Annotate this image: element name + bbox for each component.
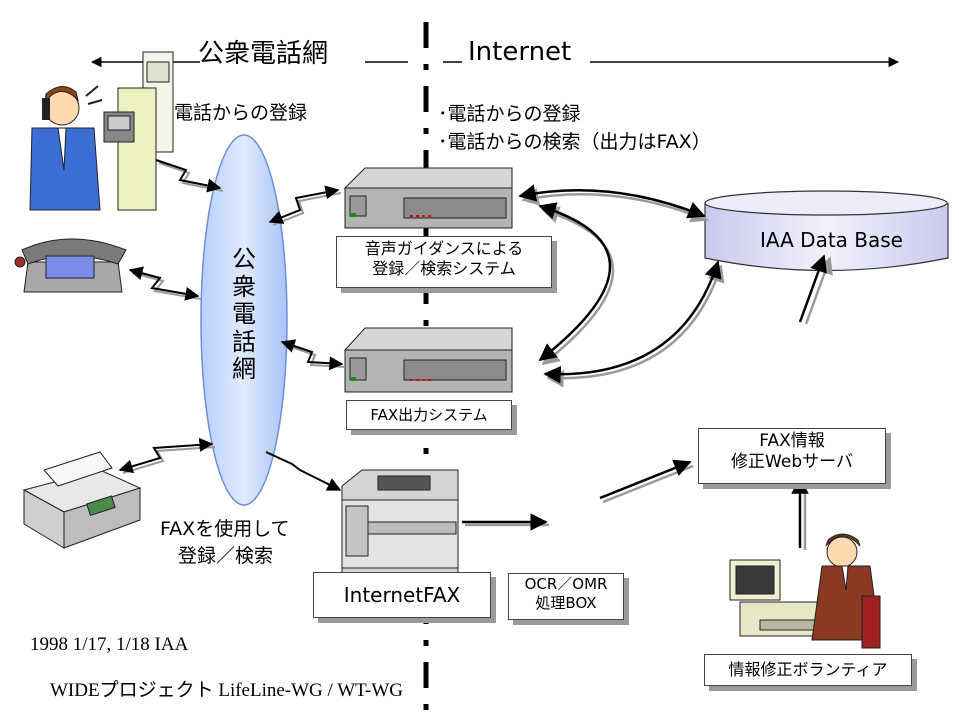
fax-usage-line2: 登録／検索 <box>178 545 274 567</box>
fax-output-server <box>343 327 513 393</box>
internet-fax-label: InternetFAX <box>343 583 461 607</box>
voice-system-line1: 音声ガイダンスによる <box>364 239 524 258</box>
internet-fax-copier <box>341 469 459 589</box>
telephone-illustration <box>14 238 127 293</box>
internet-fax-label-box: InternetFAX <box>313 572 491 618</box>
iaa-database-cylinder <box>704 190 949 272</box>
ocr-box: OCR／OMR 処理BOX <box>508 573 624 620</box>
public-network-title: 公衆電話網 <box>198 39 329 69</box>
ocr-line2: 処理BOX <box>535 593 597 612</box>
web-server-box: FAX情報 修正Webサーバ <box>698 428 886 484</box>
volunteer-label-box: 情報修正ボランティア <box>704 654 912 686</box>
project-line: WIDEプロジェクト LifeLine-WG / WT-WG <box>50 680 403 701</box>
fax-machine-illustration <box>22 451 142 549</box>
bullet-search: ･電話からの検索（出力はFAX） <box>438 131 711 153</box>
web-server-line1: FAX情報 <box>759 431 825 451</box>
database-link-arrows <box>518 184 833 388</box>
voice-system-label-box: 音声ガイダンスによる 登録／検索システム <box>336 236 552 288</box>
voice-system-line2: 登録／検索システム <box>372 259 516 278</box>
ocr-line1: OCR／OMR <box>524 575 608 593</box>
bullet-registration: ･電話からの登録 <box>438 103 581 125</box>
phone-registration-label: 電話からの登録 <box>174 102 308 124</box>
web-server-line2: 修正Webサーバ <box>731 452 853 473</box>
phone-link-lightning <box>118 159 346 491</box>
database-label: IAA Data Base <box>760 228 903 252</box>
fax-processing-arrows <box>462 459 809 550</box>
fax-output-label-box: FAX出力システム <box>346 400 512 430</box>
volunteer-computer-illustration <box>729 533 881 649</box>
voice-system-server <box>343 167 513 229</box>
fax-usage-line1: FAXを使用して <box>160 518 290 540</box>
volunteer-label: 情報修正ボランティア <box>728 660 888 679</box>
fax-output-label: FAX出力システム <box>370 406 488 424</box>
date-line: 1998 1/17, 1/18 IAA <box>30 634 189 655</box>
cloud-label: 公衆電話網 <box>232 245 256 384</box>
public-network-cloud <box>200 134 288 506</box>
internet-title: Internet <box>468 37 572 67</box>
payphone-caller-illustration <box>29 51 174 211</box>
